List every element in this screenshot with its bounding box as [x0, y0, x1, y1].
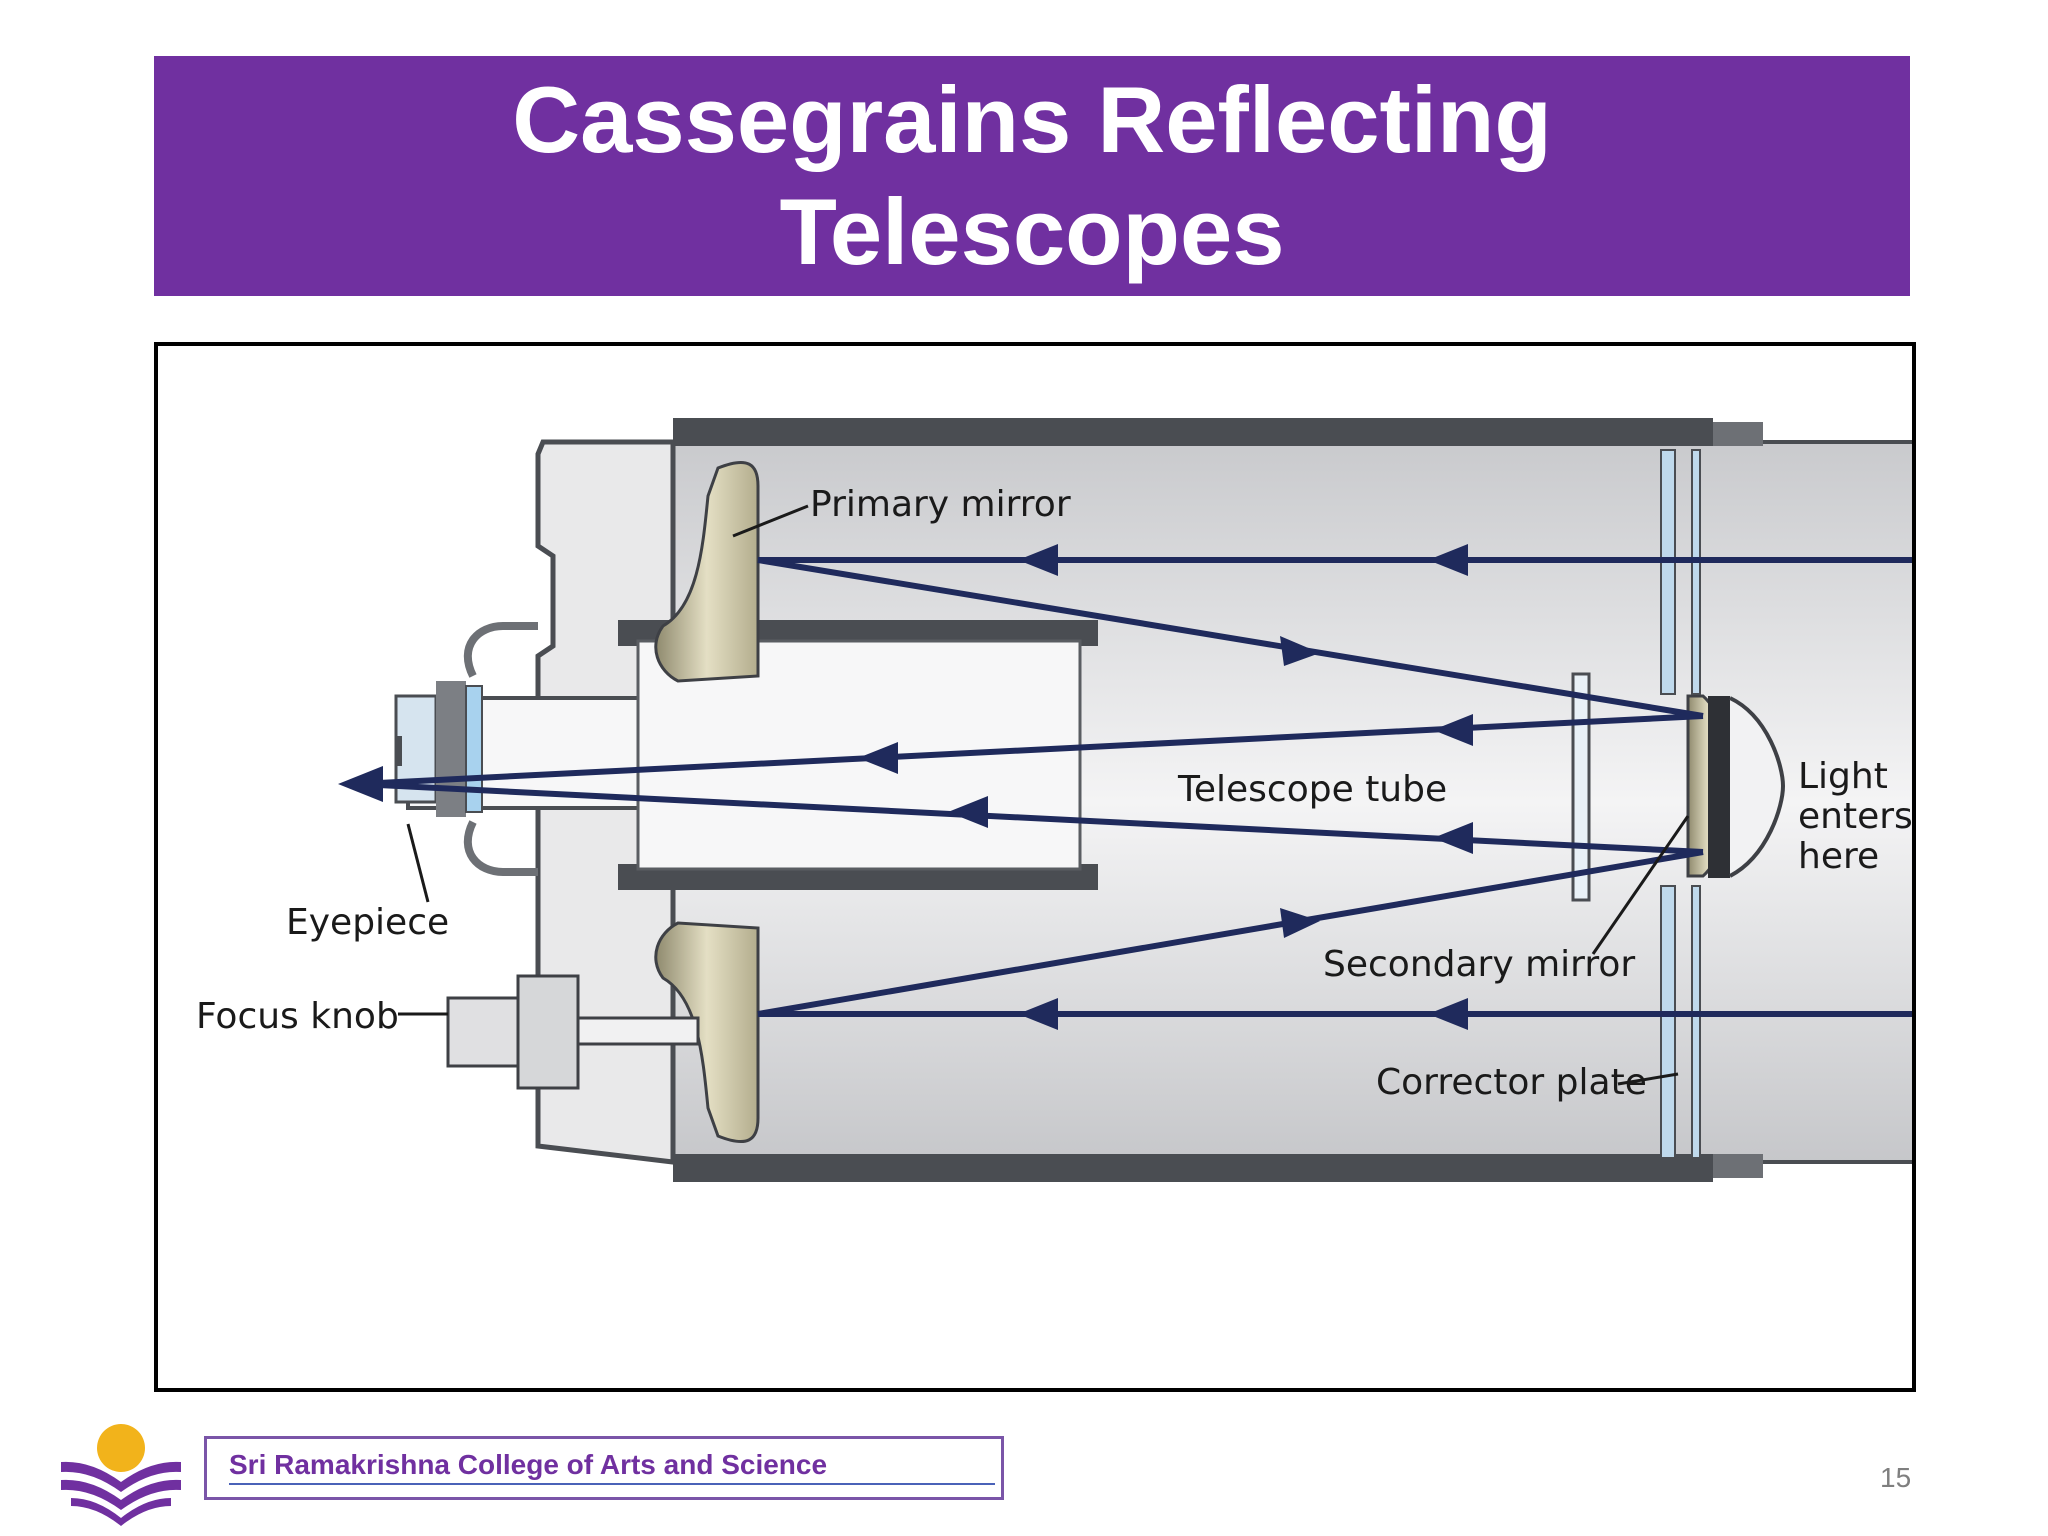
slide-title-line-1: Cassegrains Reflecting [512, 67, 1552, 172]
ray-arrow [948, 796, 988, 828]
ray-arrow [1018, 998, 1058, 1030]
slide-title-line-2: Telescopes [779, 179, 1285, 284]
telescope-tube-label: Telescope tube [1177, 769, 1447, 810]
focus-knob-label: Focus knob [196, 996, 399, 1037]
ray-arrow [1428, 998, 1468, 1030]
ray-arrow [1433, 822, 1473, 854]
college-name: Sri Ramakrishna College of Arts and Scie… [229, 1449, 828, 1480]
ray-arrowheads [338, 544, 1473, 1030]
ray-arrow [1280, 636, 1320, 666]
eyepiece-label: Eyepiece [286, 902, 449, 943]
light-enters-label-line-3: here [1798, 836, 1879, 877]
ray-arrow [1428, 544, 1468, 576]
light-enters-label-line-1: Light [1798, 756, 1888, 797]
ray-arrow [338, 766, 383, 802]
light-rays [357, 557, 1912, 1017]
college-underline [229, 1483, 995, 1485]
secondary-mirror-label: Secondary mirror [1323, 944, 1635, 985]
primary-mirror-label: Primary mirror [810, 484, 1071, 525]
ray-arrow [1280, 908, 1320, 938]
page-number: 15 [1880, 1462, 1912, 1493]
leader-lines [398, 504, 1690, 1086]
ray-arrow [1433, 714, 1473, 746]
cassegrain-telescope-diagram: Primary mirror Telescope tube Light ente… [196, 418, 1912, 1182]
title-banner: Cassegrains Reflecting Telescopes [154, 56, 1910, 296]
college-logo-icon [61, 1424, 181, 1526]
light-enters-label-line-2: enters [1798, 796, 1912, 837]
corrector-plate-label: Corrector plate [1376, 1062, 1647, 1103]
diagram-frame: Primary mirror Telescope tube Light ente… [154, 342, 1916, 1392]
college-name-box: Sri Ramakrishna College of Arts and Scie… [204, 1436, 1004, 1500]
ray-arrow [858, 742, 898, 774]
ray-arrow [1018, 544, 1058, 576]
